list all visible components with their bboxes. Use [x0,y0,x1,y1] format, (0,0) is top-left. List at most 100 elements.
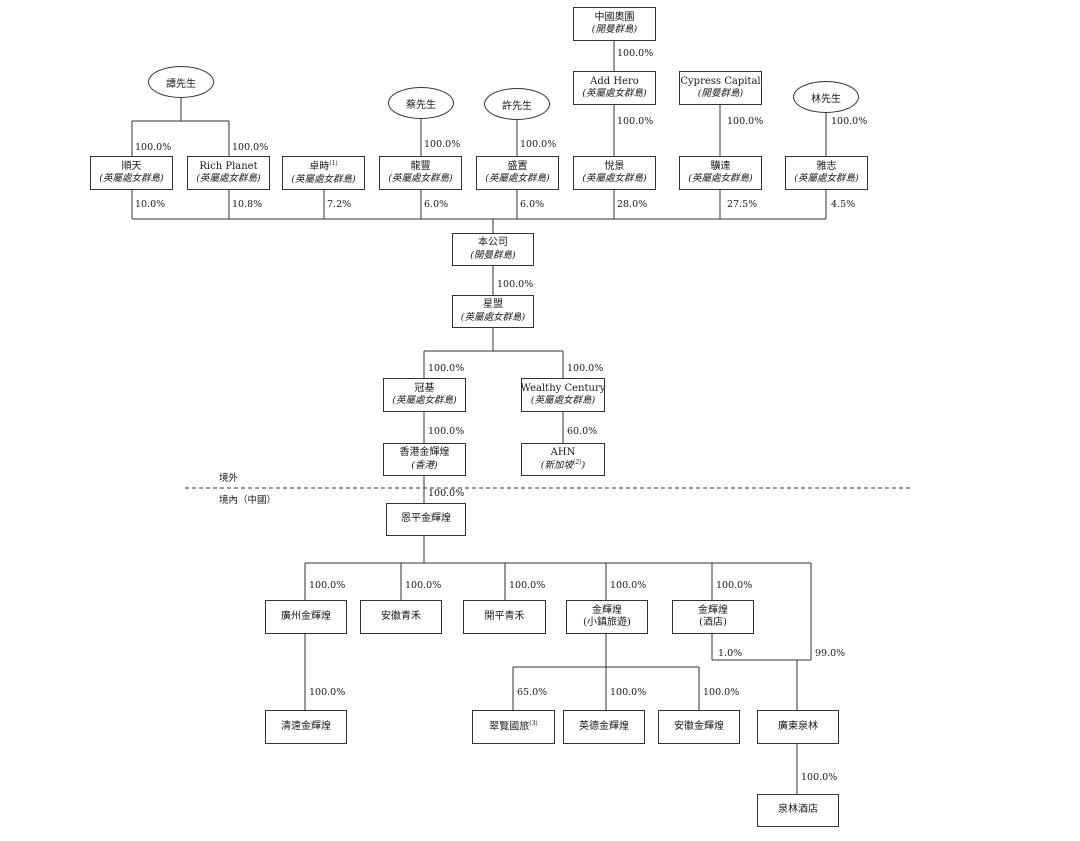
entity-longfeng: 龍豐 (英屬處女群島) [379,156,462,190]
pct-label: 7.2% [327,199,352,210]
entity-jurisdiction: (英屬處女群島) [196,173,261,185]
entity-name: 雅志 [816,160,837,172]
entity-jurisdiction: (開曼群島) [470,249,516,261]
entity-name: 星盟 [483,299,503,311]
person-tan-oval: 譚先生 [148,66,214,98]
entity-name: 中國奧園 [594,11,635,23]
pct-label: 4.5% [831,199,856,210]
pct-label: 6.0% [520,199,545,210]
entity-jurisdiction: (香港) [411,459,438,471]
entity-name: 本公司 [478,237,508,249]
entity-anhui-qinghe: 安徽青禾 [360,600,442,634]
entity-name: 金輝煌 [592,604,622,616]
pct-label: 100.0% [309,687,346,698]
entity-jurisdiction: (英屬處女群島) [392,395,457,407]
entity-quanlin-hotel: 泉林酒店 [757,794,839,827]
entity-ahn: AHN (新加坡(2)) [521,443,605,476]
entity-subtitle: (小鎮旅遊) [583,617,631,628]
entity-jurisdiction: (英屬處女群島) [530,395,596,407]
entity-wealthy-century: Wealthy Century (英屬處女群島) [521,378,605,412]
pct-label: 10.0% [135,199,166,210]
entity-cuilan: 翠覽國旅(3) [472,710,555,744]
pct-label: 100.0% [617,48,654,59]
entity-jurisdiction: (英屬處女群島) [485,173,550,185]
pct-label: 60.0% [567,426,598,437]
pct-label: 100.0% [405,580,442,591]
entity-rich-planet: Rich Planet (英屬處女群島) [187,156,270,190]
entity-subtitle: (酒店) [699,617,727,628]
person-cai-label: 蔡先生 [406,99,436,111]
entity-company: 本公司 (開曼群島) [452,233,534,266]
entity-name: 順天 [121,160,142,172]
entity-name: Cypress Capital [680,75,761,87]
zone-offshore-label: 境外 [219,473,239,484]
entity-yingde: 英德金輝煌 [563,710,645,744]
entity-china-ao: 中國奧園 (開曼群島) [573,7,656,41]
entity-zhuoshi: 卓時(1) (英屬處女群島) [282,156,365,190]
entity-jurisdiction: (英屬處女群島) [388,173,453,185]
entity-shengzhi: 盛置 (英屬處女群島) [476,156,559,190]
entity-name: 廣州金輝煌 [281,610,331,622]
footnote-marker: (3) [529,720,538,728]
entity-jurisdiction: (開曼群島) [591,24,638,36]
pct-label: 100.0% [831,116,868,127]
entity-name: AHN [550,446,576,458]
pct-label: 100.0% [428,426,465,437]
entity-name: 清遠金輝煌 [281,720,331,732]
entity-name: 龍豐 [410,160,431,172]
person-lin-label: 林先生 [811,93,841,105]
pct-label: 100.0% [716,580,753,591]
entity-xingmeng: 星盟 (英屬處女群島) [452,295,534,328]
entity-guanji: 冠基 (英屬處女群島) [383,378,466,412]
person-xu-oval: 許先生 [484,88,550,120]
pct-label: 100.0% [610,687,647,698]
pct-label: 28.0% [617,199,648,210]
entity-name: 開平青禾 [484,610,525,622]
pct-label: 100.0% [497,279,534,290]
entity-name: 英德金輝煌 [579,720,629,732]
entity-name: 泉林酒店 [778,804,818,816]
entity-name: 翠覽國旅 [489,721,530,733]
entity-jurisdiction: (英屬處女群島) [794,173,859,185]
entity-name: 金輝煌 [698,604,728,616]
pct-label: 10.8% [232,199,263,210]
entity-jurisdiction: (英屬處女群島) [99,173,164,185]
entity-name: Add Hero [590,75,639,87]
footnote-marker: (2) [573,459,582,467]
entity-guangdong-quanlin: 廣東泉林 [757,710,839,744]
entity-name: 安徽青禾 [381,610,421,622]
entity-cypress-capital: Cypress Capital (開曼群島) [679,71,762,105]
entity-add-hero: Add Hero (英屬處女群島) [573,71,656,105]
pct-label: 100.0% [232,142,269,153]
entity-jurisdiction: (英屬處女群島) [291,173,356,185]
entity-enping: 恩平金輝煌 [386,503,466,536]
entity-name: 卓時 [309,161,330,173]
entity-name: Wealthy Century [520,382,606,394]
person-tan-label: 譚先生 [166,78,196,90]
pct-label: 100.0% [309,580,346,591]
entity-jurisdiction: (新加坡 [540,460,573,472]
pct-label: 100.0% [567,363,604,374]
entity-name: 盛置 [507,160,528,172]
pct-label: 100.0% [135,142,172,153]
pct-label: 100.0% [428,488,465,499]
entity-hk-jinhuihuang: 香港金輝煌 (香港) [383,443,466,476]
entity-jurisdiction: (開曼群島) [697,88,744,100]
pct-label: 100.0% [509,580,546,591]
person-xu-label: 許先生 [502,100,532,112]
pct-label: 100.0% [727,116,764,127]
entity-qingyuan: 清遠金輝煌 [265,710,347,744]
pct-label: 100.0% [424,139,461,150]
entity-jhh-hotel: 金輝煌 (酒店) [672,600,754,634]
pct-label: 100.0% [520,139,557,150]
person-lin-oval: 林先生 [793,81,859,113]
pct-label: 1.0% [718,648,743,659]
footnote-marker: (1) [329,160,338,168]
pct-label: 100.0% [610,580,647,591]
pct-label: 99.0% [815,648,846,659]
zone-onshore-label: 境內（中國） [219,495,277,506]
pct-label: 65.0% [517,687,548,698]
entity-jurisdiction: (英屬處女群島) [582,88,647,100]
